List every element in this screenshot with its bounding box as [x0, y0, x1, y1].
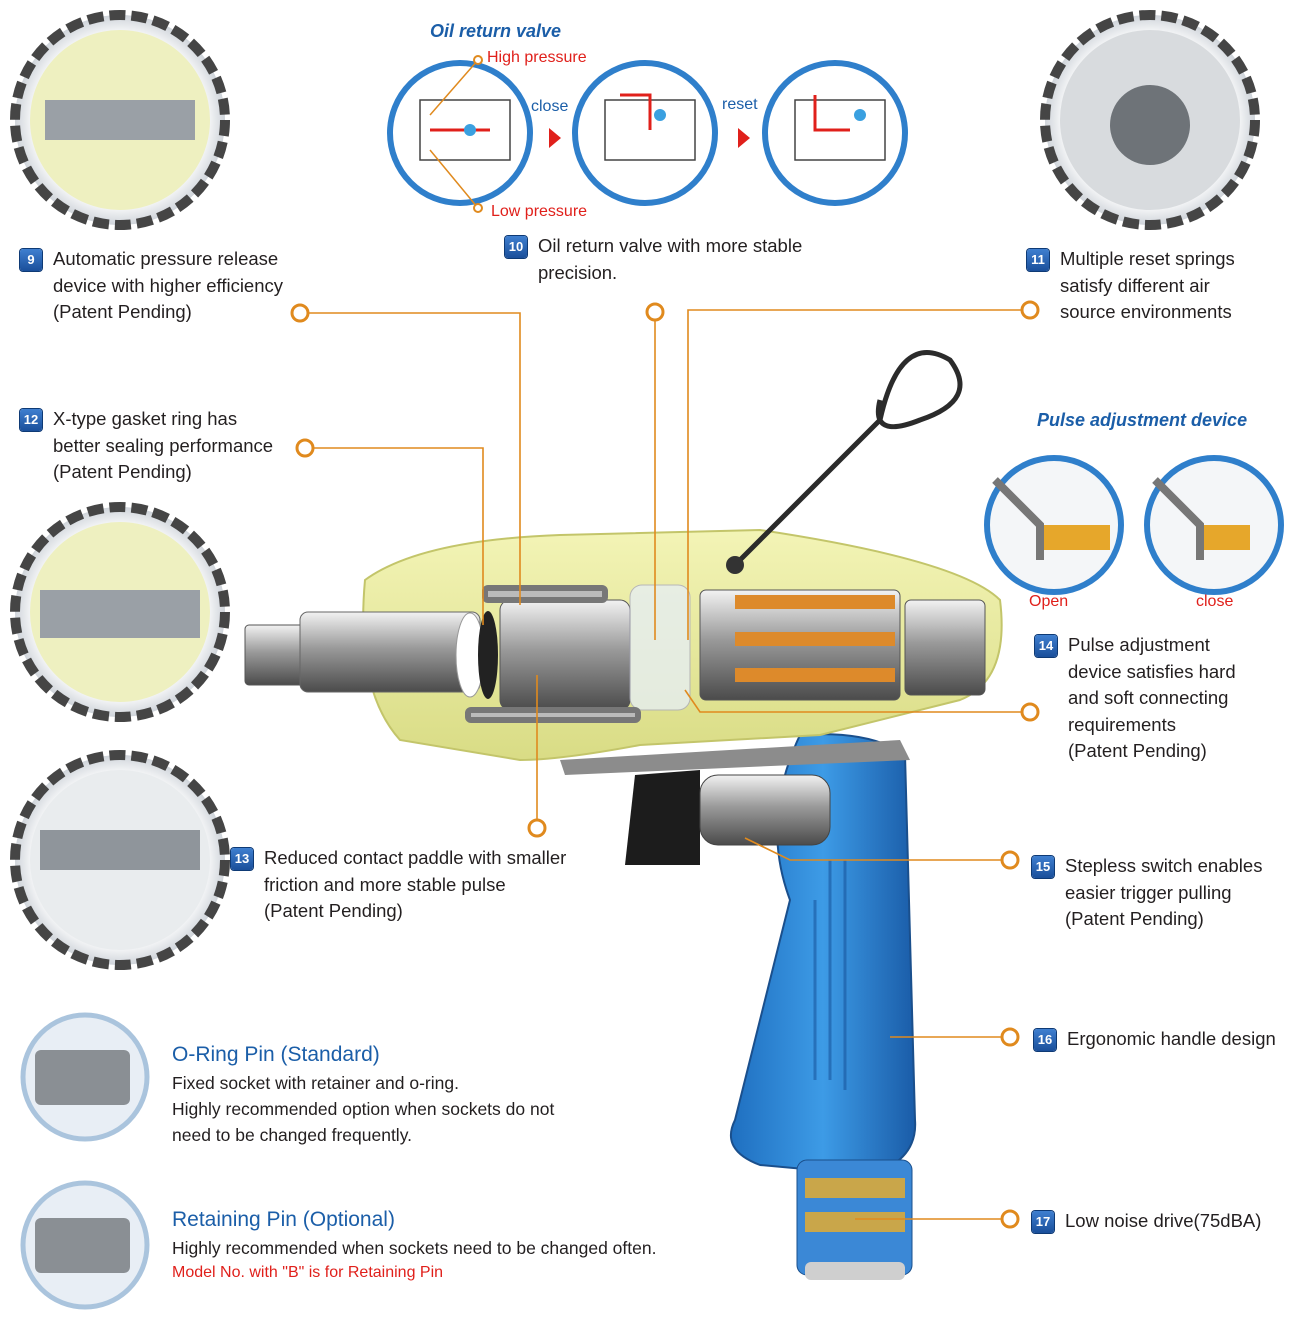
- high-pressure-label: High pressure: [487, 49, 587, 66]
- feature-13: 13 Reduced contact paddle with smaller f…: [231, 845, 601, 925]
- feature-text: (Patent Pending): [53, 461, 192, 482]
- pin-title: Retaining Pin (Optional): [172, 1208, 395, 1231]
- feature-9: 9 Automatic pressure release device with…: [20, 246, 320, 326]
- pin-desc: Highly recommended when sockets need to …: [172, 1238, 657, 1258]
- feature-text: (Patent Pending): [1068, 740, 1207, 761]
- feature-text: Pulse adjustment: [1068, 634, 1210, 655]
- feature-17: 17 Low noise drive(75dBA): [1032, 1208, 1292, 1235]
- feature-10: 10 Oil return valve with more stable pre…: [505, 233, 835, 286]
- feature-text: Multiple reset springs: [1060, 248, 1235, 269]
- feature-text: device satisfies hard: [1068, 660, 1236, 682]
- oil-valve-diagrams: [387, 55, 908, 213]
- feature-text: source environments: [1060, 301, 1232, 322]
- o-ring-pin-option: O-Ring Pin (Standard) Fixed socket with …: [172, 1043, 642, 1148]
- feature-12: 12 X-type gasket ring has better sealing…: [20, 406, 320, 486]
- feature-number-badge: 15: [1032, 856, 1054, 878]
- feature-14: 14 Pulse adjustment device satisfies har…: [1035, 632, 1275, 765]
- feature-text: (Patent Pending): [53, 301, 192, 322]
- pulse-diagrams: [984, 455, 1284, 595]
- feature-number-badge: 9: [20, 249, 42, 271]
- feature-text: precision.: [538, 261, 618, 283]
- feature-text: requirements: [1068, 713, 1176, 735]
- detail-circles: [10, 10, 1260, 1310]
- feature-text: (Patent Pending): [264, 900, 403, 921]
- feature-11: 11 Multiple reset springs satisfy differ…: [1027, 246, 1287, 326]
- feature-number-badge: 12: [20, 409, 42, 431]
- feature-text: satisfy different air: [1060, 274, 1210, 296]
- pin-title: O-Ring Pin (Standard): [172, 1043, 380, 1066]
- feature-16: 16 Ergonomic handle design: [1034, 1026, 1299, 1053]
- feature-text: easier trigger pulling: [1065, 881, 1232, 903]
- trigger: [625, 770, 700, 865]
- feature-number-badge: 13: [231, 848, 253, 870]
- feature-text: Reduced contact paddle with smaller: [264, 847, 567, 868]
- feature-text: Ergonomic handle design: [1067, 1028, 1276, 1049]
- retaining-pin-note: Model No. with "B" is for Retaining Pin: [172, 1264, 444, 1281]
- feature-number-badge: 10: [505, 236, 527, 258]
- feature-text: better sealing performance: [53, 434, 274, 456]
- feature-text: Automatic pressure release: [53, 248, 279, 269]
- pulse-device-title: Pulse adjustment device: [1037, 410, 1248, 430]
- pulse-close-label: close: [1196, 593, 1234, 610]
- feature-number-badge: 14: [1035, 635, 1057, 657]
- close-label: close: [531, 98, 569, 115]
- open-label: Open: [1029, 593, 1069, 610]
- feature-text: and soft connecting: [1068, 687, 1229, 708]
- retaining-pin-option: Retaining Pin (Optional) Highly recommen…: [172, 1208, 732, 1282]
- feature-number-badge: 16: [1034, 1029, 1056, 1051]
- reset-label: reset: [722, 96, 758, 113]
- feature-text: Oil return valve with more stable: [538, 235, 803, 256]
- pin-desc: Fixed socket with retainer and o-ring.: [172, 1073, 459, 1093]
- oil-valve-title: Oil return valve: [430, 21, 562, 41]
- feature-text: Stepless switch enables: [1065, 855, 1263, 876]
- feature-text: Low noise drive(75dBA): [1065, 1210, 1262, 1231]
- feature-text: friction and more stable pulse: [264, 873, 506, 895]
- feature-number-badge: 11: [1027, 249, 1049, 271]
- feature-text: device with higher efficiency: [53, 274, 284, 296]
- feature-text: (Patent Pending): [1065, 908, 1204, 929]
- low-pressure-label: Low pressure: [491, 203, 588, 220]
- feature-number-badge: 17: [1032, 1211, 1054, 1233]
- feature-15: 15 Stepless switch enables easier trigge…: [1032, 853, 1292, 933]
- pin-desc: Highly recommended option when sockets d…: [172, 1099, 555, 1119]
- feature-text: X-type gasket ring has: [53, 408, 238, 429]
- pin-desc: need to be changed frequently.: [172, 1125, 413, 1145]
